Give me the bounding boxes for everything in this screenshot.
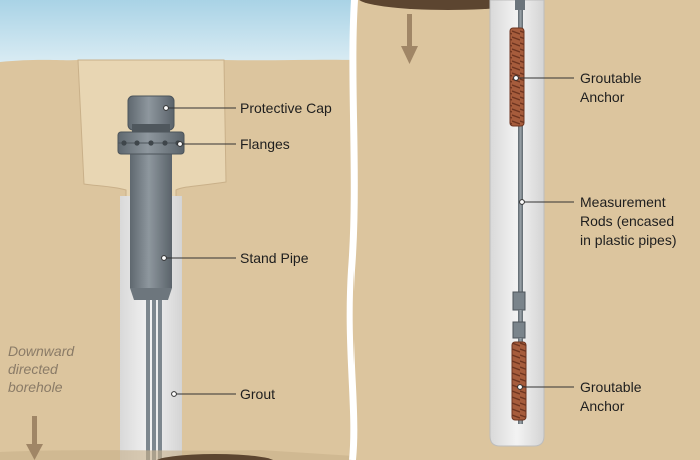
stand-pipe-text: Stand Pipe: [240, 250, 309, 266]
protective-cap-label: Protective Cap: [240, 99, 332, 118]
stand-pipe-label: Stand Pipe: [240, 249, 309, 268]
lower-anchor-line-2: Anchor: [580, 398, 625, 414]
measurement-rods-line-1: Measurement: [580, 194, 666, 210]
grout-text: Grout: [240, 386, 276, 402]
right-panel: [353, 0, 700, 460]
protective-cap-text: Protective Cap: [240, 100, 332, 116]
rod-coupler-upper: [512, 291, 526, 311]
grout-label: Grout: [240, 385, 275, 404]
measurement-rods-label: Measurement Rods (encased in plastic pip…: [580, 193, 677, 250]
down-arrow-icon-right: [401, 46, 418, 64]
lower-anchor: [511, 341, 527, 421]
note-line-1: Downward: [8, 343, 75, 359]
lower-anchor-line-1: Groutable: [580, 379, 642, 395]
note-line-2: directed: [8, 361, 58, 377]
upper-anchor-line-1: Groutable: [580, 70, 642, 86]
measurement-rod-upper: [518, 10, 523, 310]
upper-anchor-label: Groutable Anchor: [580, 69, 641, 107]
note-line-3: borehole: [8, 379, 63, 395]
lower-anchor-label: Groutable Anchor: [580, 378, 641, 416]
upper-anchor-line-2: Anchor: [580, 89, 625, 105]
borehole-grout: [489, 0, 545, 447]
down-arrow-shaft: [32, 416, 37, 446]
panel-divider: [346, 0, 357, 460]
borehole-direction-note: Downward directed borehole: [8, 342, 74, 396]
measurement-rods-line-2: Rods (encased: [580, 213, 675, 229]
down-arrow-icon: [26, 444, 43, 460]
left-panel: [0, 0, 354, 460]
flanges-label: Flanges: [240, 135, 290, 154]
rod-coupler-lower: [512, 321, 526, 339]
stand-pipe-end: [130, 288, 172, 300]
flanges-text: Flanges: [240, 136, 290, 152]
sky: [0, 0, 354, 66]
measurement-rods-left: [146, 290, 162, 460]
stand-pipe: [130, 148, 172, 288]
measurement-rods-line-3: in plastic pipes): [580, 232, 677, 248]
down-arrow-shaft-right: [407, 14, 412, 48]
bottom-edge-shadow: [156, 454, 274, 460]
